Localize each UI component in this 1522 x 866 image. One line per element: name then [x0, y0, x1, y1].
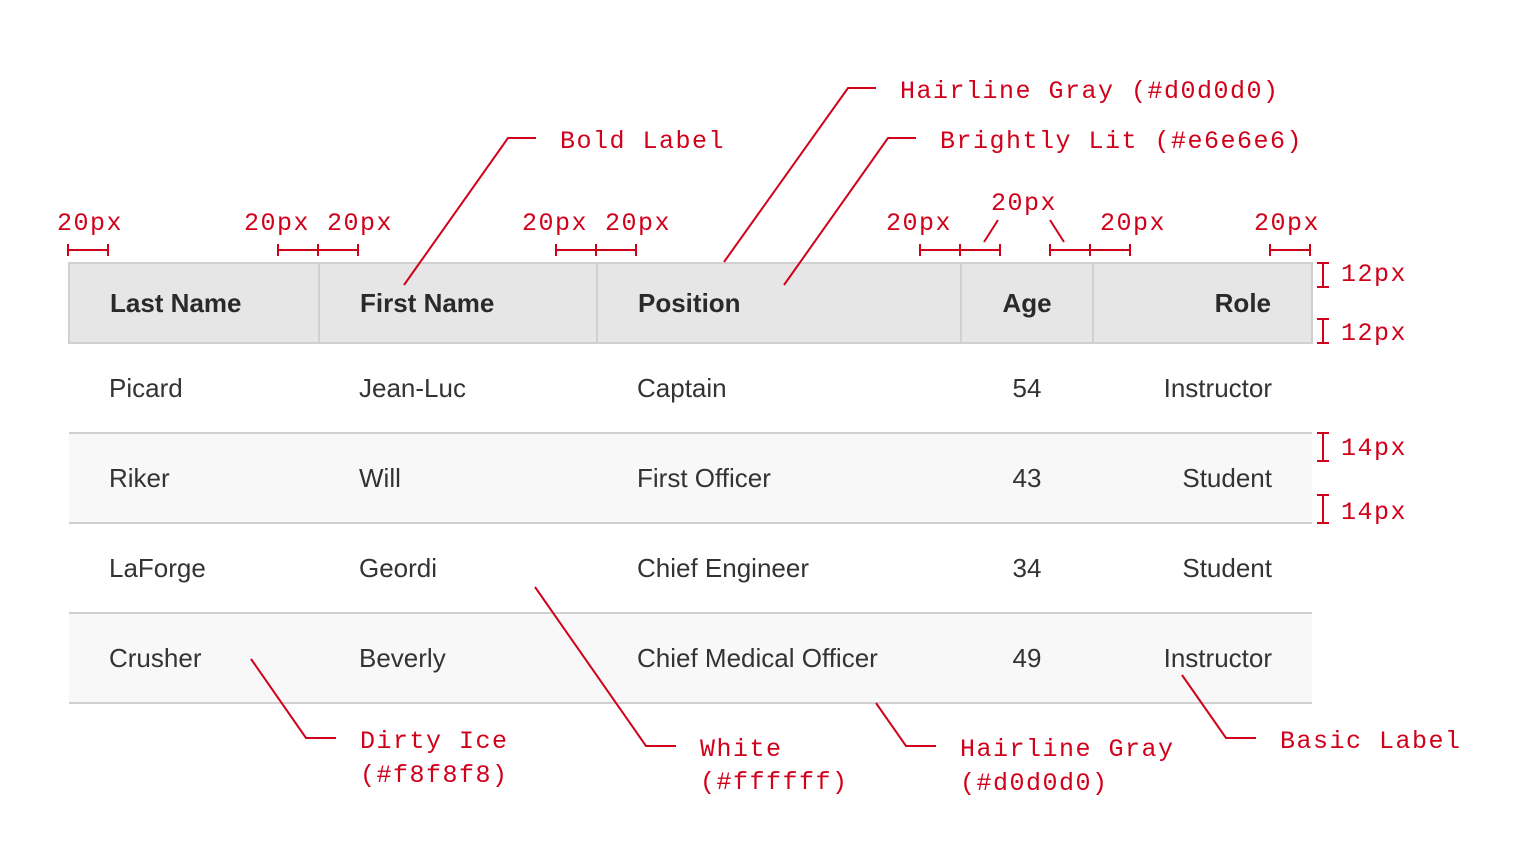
cell-role: Student — [1093, 433, 1312, 524]
vertical-padding-bracket — [1317, 318, 1329, 344]
annotation-hairline-gray-top: Hairline Gray (#d0d0d0) — [900, 77, 1280, 106]
vertical-padding-bracket — [1317, 494, 1329, 524]
annotation-dirty-ice: Dirty Ice — [360, 727, 509, 756]
annotation-padding-20px: 20px — [605, 209, 671, 238]
cell-age: 34 — [961, 523, 1093, 614]
leader-line — [1181, 674, 1256, 739]
cell-position: Captain — [597, 343, 961, 434]
table-row: LaForge Geordi Chief Engineer 34 Student — [69, 523, 1312, 614]
cell-position: First Officer — [597, 433, 961, 524]
annotation-padding-20px: 20px — [1100, 209, 1166, 238]
leader-line — [875, 702, 936, 747]
annotation-bold-label: Bold Label — [560, 127, 725, 156]
leader-line — [783, 137, 916, 286]
annotation-dirty-ice-hex: (#f8f8f8) — [360, 761, 509, 790]
table-row: Crusher Beverly Chief Medical Officer 49… — [69, 613, 1312, 704]
annotation-padding-14px: 14px — [1341, 434, 1407, 463]
cell-age: 54 — [961, 343, 1093, 434]
annotation-hairline-gray-bottom-hex: (#d0d0d0) — [960, 769, 1109, 798]
cell-role: Instructor — [1093, 343, 1312, 434]
leader-line — [250, 658, 336, 739]
annotation-padding-20px: 20px — [886, 209, 952, 238]
cell-first-name: Geordi — [319, 523, 597, 614]
cell-role: Student — [1093, 523, 1312, 614]
header-first-name: First Name — [318, 262, 598, 344]
table-row: Riker Will First Officer 43 Student — [69, 433, 1312, 524]
cell-first-name: Will — [319, 433, 597, 524]
annotation-padding-20px: 20px — [1254, 209, 1320, 238]
annotation-padding-14px: 14px — [1341, 498, 1407, 527]
annotation-basic-label: Basic Label — [1280, 727, 1462, 756]
annotation-padding-20px: 20px — [57, 209, 123, 238]
cell-last-name: Picard — [69, 343, 319, 434]
leader-line — [534, 586, 676, 747]
table-row: Picard Jean-Luc Captain 54 Instructor — [69, 343, 1312, 434]
annotation-brightly-lit: Brightly Lit (#e6e6e6) — [940, 127, 1303, 156]
cell-age: 43 — [961, 433, 1093, 524]
cell-last-name: LaForge — [69, 523, 319, 614]
cell-position: Chief Medical Officer — [597, 613, 961, 704]
cell-age: 49 — [961, 613, 1093, 704]
padding-bracket — [1269, 244, 1311, 256]
annotation-padding-20px: 20px — [991, 189, 1057, 218]
cell-last-name: Crusher — [69, 613, 319, 704]
annotation-padding-12px: 12px — [1341, 319, 1407, 348]
leader-line — [403, 137, 536, 286]
vertical-padding-bracket — [1317, 432, 1329, 462]
padding-bracket — [67, 244, 109, 256]
cell-first-name: Jean-Luc — [319, 343, 597, 434]
header-row: Last Name First Name Position Age Role — [68, 262, 1313, 344]
vertical-padding-bracket — [1317, 262, 1329, 288]
cell-first-name: Beverly — [319, 613, 597, 704]
header-role: Role — [1092, 262, 1313, 344]
cell-position: Chief Engineer — [597, 523, 961, 614]
annotation-padding-20px: 20px — [327, 209, 393, 238]
padding-bracket — [919, 219, 1001, 256]
cell-role: Instructor — [1093, 613, 1312, 704]
header-last-name: Last Name — [68, 262, 320, 344]
padding-bracket — [1049, 219, 1131, 256]
header-position: Position — [596, 262, 962, 344]
padding-bracket — [277, 244, 359, 256]
cell-last-name: Riker — [69, 433, 319, 524]
annotation-white-hex: (#ffffff) — [700, 768, 849, 797]
header-age: Age — [960, 262, 1094, 344]
padding-bracket — [555, 244, 637, 256]
annotation-padding-20px: 20px — [522, 209, 588, 238]
leader-line — [723, 87, 876, 263]
crew-table: Last Name First Name Position Age Role P… — [68, 262, 1313, 704]
annotation-padding-20px: 20px — [244, 209, 310, 238]
annotation-white: White — [700, 735, 783, 764]
annotation-padding-12px: 12px — [1341, 260, 1407, 289]
annotation-hairline-gray-bottom: Hairline Gray — [960, 735, 1175, 764]
